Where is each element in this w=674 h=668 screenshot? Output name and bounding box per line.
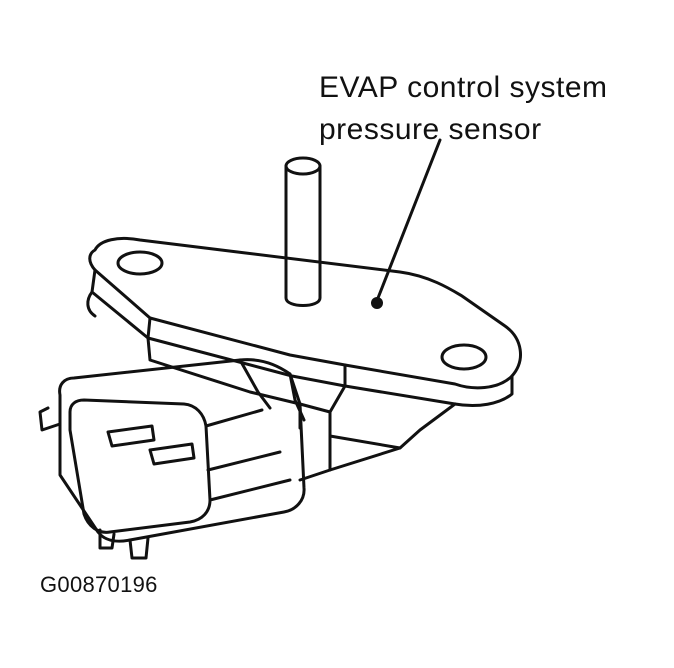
connector-lock-tab [38, 406, 62, 432]
mounting-hole-left [116, 250, 164, 276]
figure-id: G00870196 [40, 572, 158, 597]
connector-pin-2 [148, 442, 196, 466]
callout-label-line-1: EVAP control system [319, 71, 608, 104]
mounting-hole-right [440, 343, 488, 371]
connector-pin-1 [106, 424, 156, 448]
callout-dot [371, 297, 383, 309]
sensor-flange-side [90, 268, 152, 340]
connector-opening [68, 398, 212, 534]
callout-leader [376, 138, 442, 300]
connector-housing [58, 358, 306, 543]
vacuum-port [284, 164, 322, 307]
callout-label-line-2: pressure sensor [319, 113, 542, 146]
sensor-flange-top [88, 236, 522, 390]
